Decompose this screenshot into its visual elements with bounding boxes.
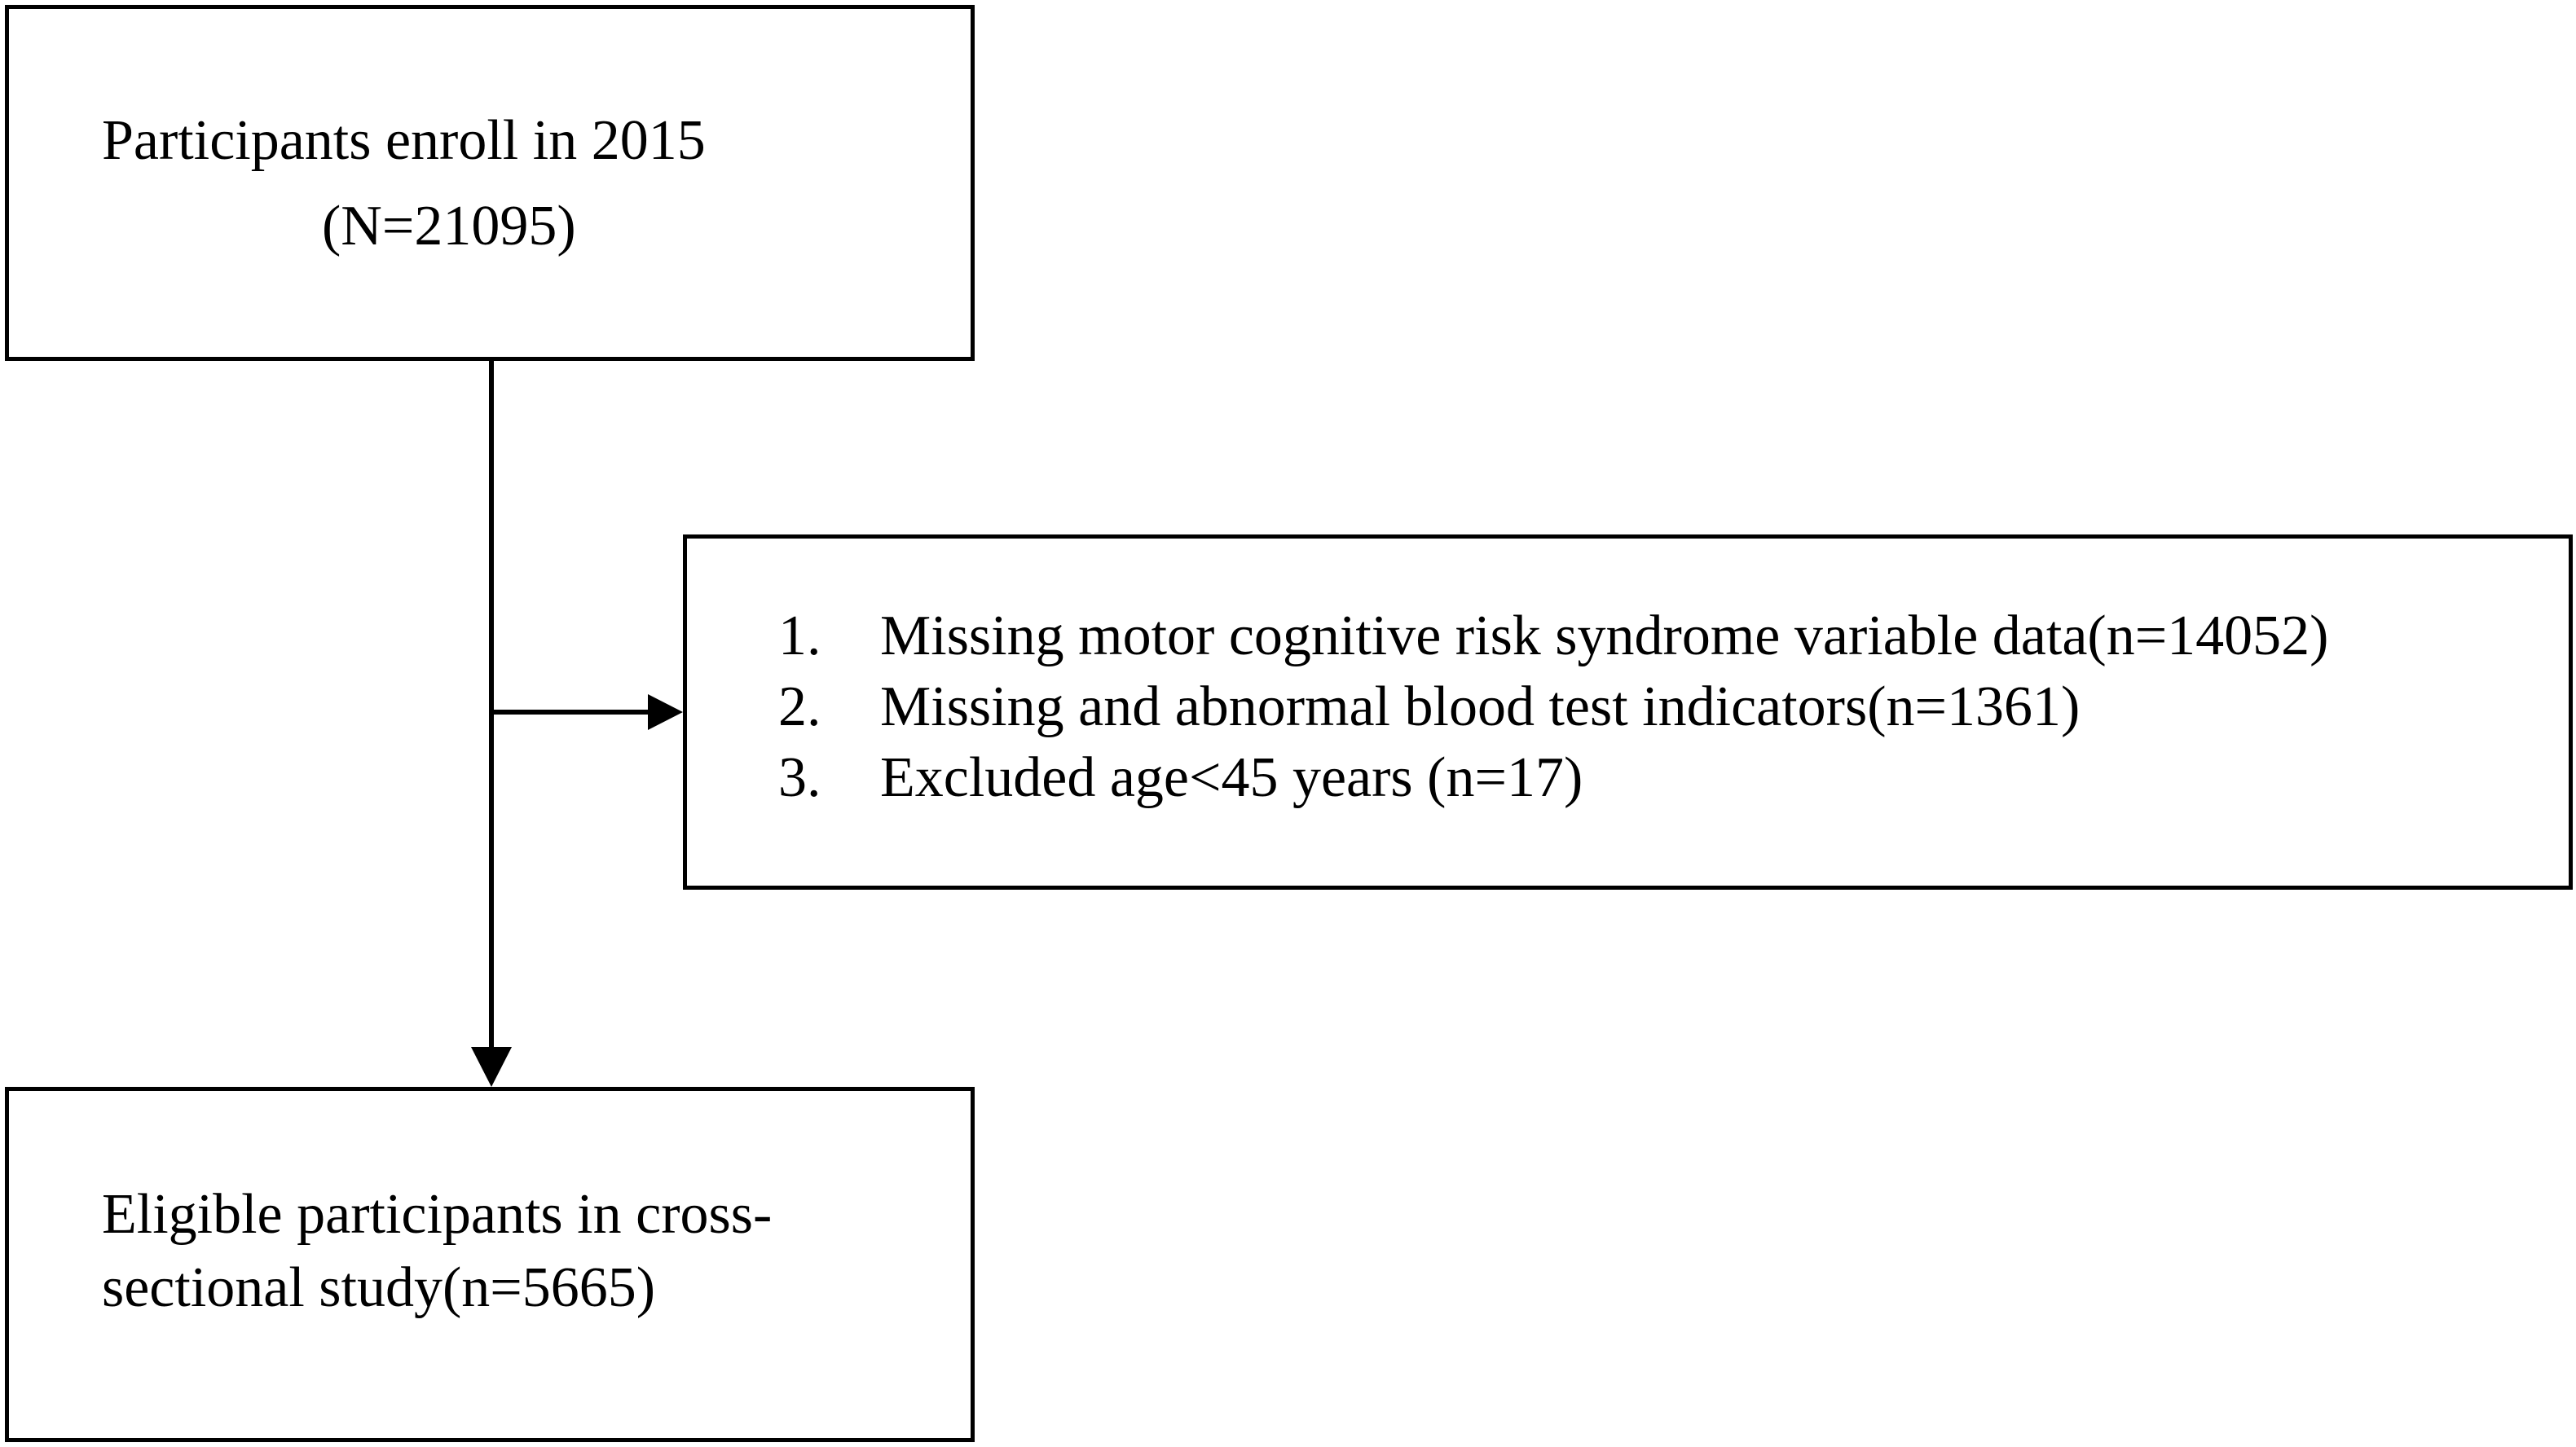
exclusion-item-text: Missing motor cognitive risk syndrome va… [880,605,2329,667]
exclusion-item: 2. Missing and abnormal blood test indica… [778,673,2080,741]
exclusion-item: 3. Excluded age<45 years (n=17) [778,744,1583,812]
exclusion-item-number: 3. [778,746,821,809]
enrollment-title: Participants enroll in 2015 [102,109,706,172]
right-arrow-head [648,694,683,730]
enrollment-box: Participants enroll in 2015 (N=21095) [5,5,975,361]
exclusion-item-text: Missing and abnormal blood test indicato… [880,675,2081,738]
exclusion-box: 1. Missing motor cognitive risk syndrome … [683,534,2573,890]
exclusion-item-text: Excluded age<45 years (n=17) [880,746,1583,809]
down-arrow-head [471,1047,512,1087]
exclusion-item: 1. Missing motor cognitive risk syndrome … [778,602,2328,671]
eligible-title-line1: Eligible participants in cross- [102,1183,773,1246]
eligible-title-line2: sectional study(n=5665) [102,1256,656,1319]
eligible-box: Eligible participants in cross- sectiona… [5,1087,975,1442]
exclusion-item-number: 2. [778,675,821,738]
exclusion-item-number: 1. [778,605,821,667]
enrollment-count: (N=21095) [322,195,576,257]
